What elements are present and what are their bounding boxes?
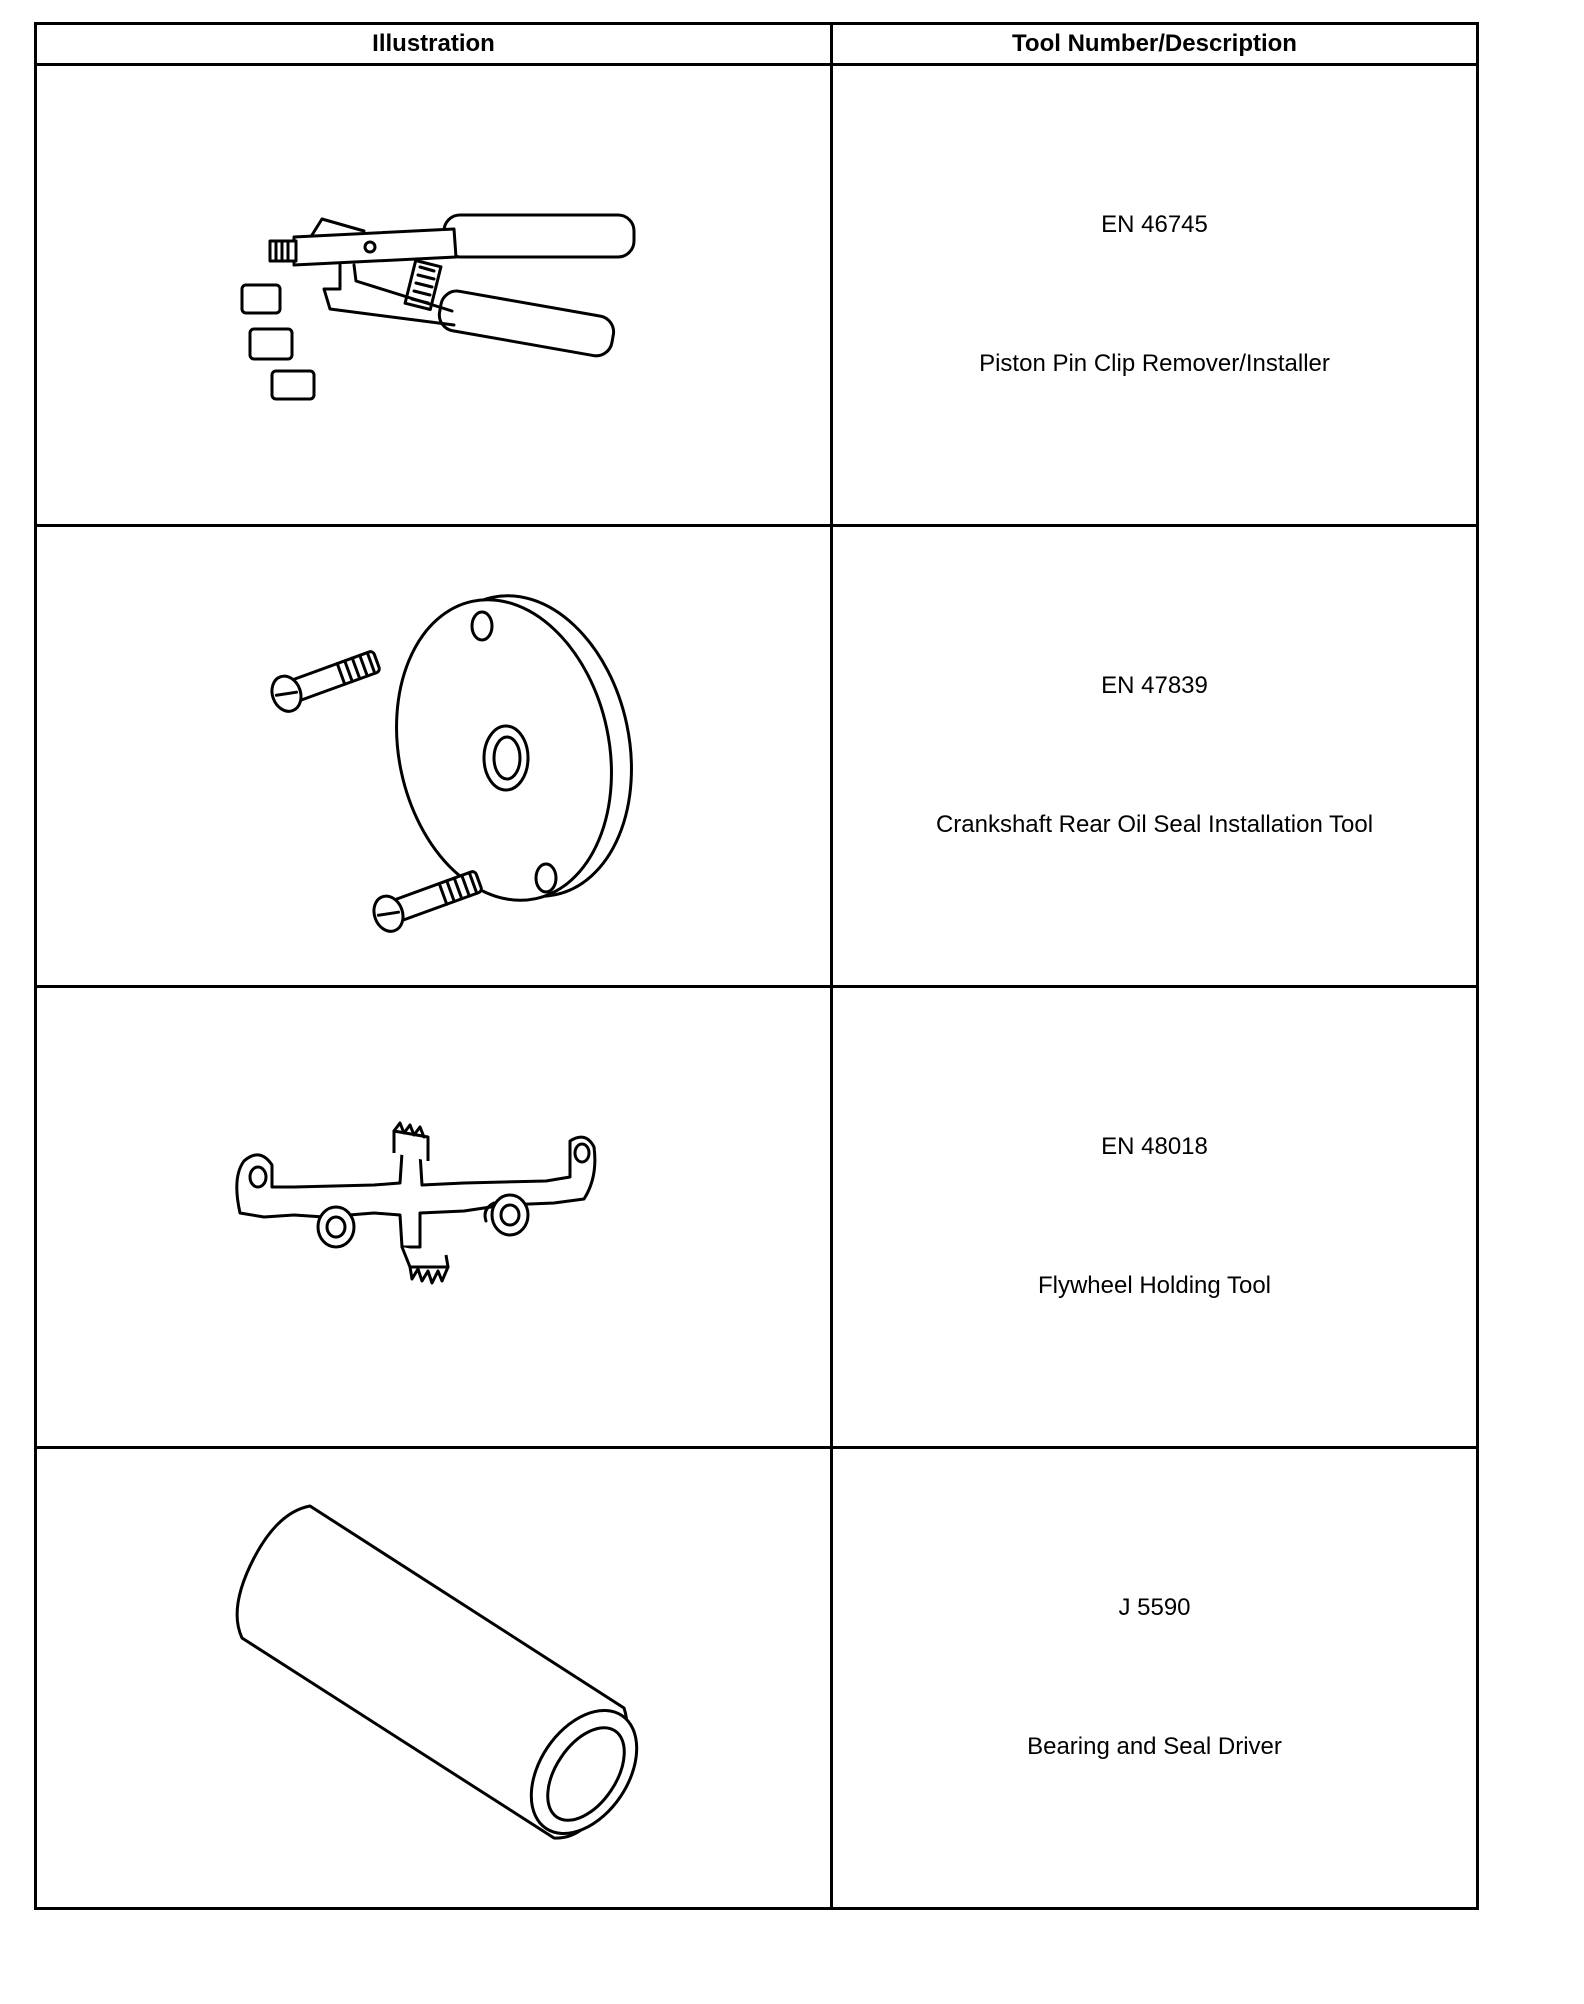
seal-installer-disc-icon — [269, 594, 633, 933]
cylinder-driver-icon — [235, 1504, 638, 1840]
tool-number: EN 47839 — [1101, 672, 1208, 700]
tool-description: Piston Pin Clip Remover/Installer — [979, 350, 1330, 377]
tool-description-cell: EN 46745 Piston Pin Clip Remover/Install… — [830, 63, 1479, 527]
pliers-tool-icon — [240, 213, 635, 401]
header-illustration: Illustration — [34, 22, 833, 66]
table-row: EN 48018 Flywheel Holding Tool — [34, 985, 1479, 1449]
tool-description: Crankshaft Rear Oil Seal Installation To… — [935, 811, 1374, 838]
table-row: EN 47839 Crankshaft Rear Oil Seal Instal… — [34, 524, 1479, 988]
tool-description: Bearing and Seal Driver — [1027, 1733, 1282, 1760]
tool-number: EN 46745 — [1101, 211, 1208, 239]
tool-description-cell: EN 48018 Flywheel Holding Tool — [830, 985, 1479, 1449]
tool-number: J 5590 — [1118, 1594, 1191, 1622]
flywheel-holding-bracket-icon — [234, 1121, 596, 1285]
tool-description-cell: EN 47839 Crankshaft Rear Oil Seal Instal… — [830, 524, 1479, 988]
special-tools-table: Illustration Tool Number/Description — [34, 22, 1479, 1910]
illustration-cell — [34, 524, 833, 988]
table-header-row: Illustration Tool Number/Description — [34, 22, 1479, 66]
tool-number: EN 48018 — [1101, 1133, 1208, 1161]
illustration-cell — [34, 1446, 833, 1910]
illustration-cell — [34, 63, 833, 527]
header-tool-number-description: Tool Number/Description — [830, 22, 1479, 66]
table-row: J 5590 Bearing and Seal Driver — [34, 1446, 1479, 1910]
tool-description: Flywheel Holding Tool — [1037, 1272, 1271, 1299]
table-row: EN 46745 Piston Pin Clip Remover/Install… — [34, 63, 1479, 527]
tool-description-cell: J 5590 Bearing and Seal Driver — [830, 1446, 1479, 1910]
illustration-cell — [34, 985, 833, 1449]
